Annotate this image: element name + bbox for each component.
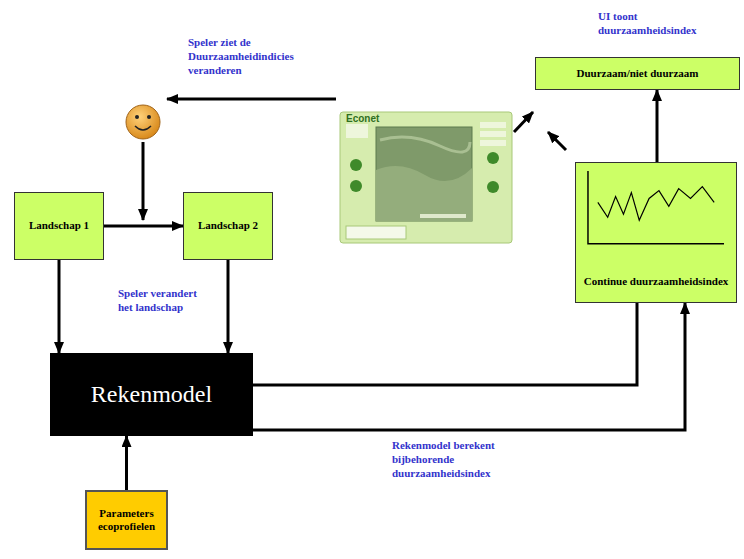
node-text: Landschap 1	[29, 219, 89, 232]
screen-title: Econet	[346, 113, 426, 126]
edge-label: Rekenmodel berekent bijbehorende duurzaa…	[392, 439, 532, 480]
flow-arrow	[125, 436, 128, 490]
ui-arrow	[514, 112, 533, 132]
annotation: Speler verandert het landschap	[118, 287, 208, 315]
flow-arrow	[253, 303, 637, 385]
flow-arrow	[656, 90, 659, 162]
node-text: Continue duurzaamheidsindex	[584, 275, 729, 288]
landscape-box: Landschap 2	[183, 192, 273, 260]
node-text: Duurzaam/niet duurzaam	[577, 67, 699, 80]
annotation: UI toont duurzaamheidsindex	[598, 10, 708, 38]
flow-arrow	[104, 225, 183, 228]
node-text: Rekenmodel	[91, 380, 212, 409]
view-arrow	[167, 98, 336, 101]
flow-arrow	[58, 260, 61, 353]
node-text: Landschap 2	[198, 219, 258, 232]
ui-screenshot	[340, 112, 512, 243]
node-text: Parameters ecoprofielen	[92, 507, 161, 533]
annotation: Speler ziet de Duurzaamheidindicies vera…	[188, 36, 338, 77]
landscape-box: Landschap 1	[14, 192, 104, 260]
action-arrow	[142, 142, 145, 220]
parameter-box: Parameters ecoprofielen	[85, 490, 168, 550]
result-box: Duurzaam/niet duurzaam	[535, 57, 740, 90]
model-box: Rekenmodel	[50, 353, 253, 436]
ui-arrow	[548, 132, 566, 150]
flow-arrow	[227, 260, 230, 353]
flow-arrow	[253, 303, 685, 430]
player-smiley	[126, 105, 160, 139]
index-box: Continue duurzaamheidsindex	[575, 162, 737, 303]
